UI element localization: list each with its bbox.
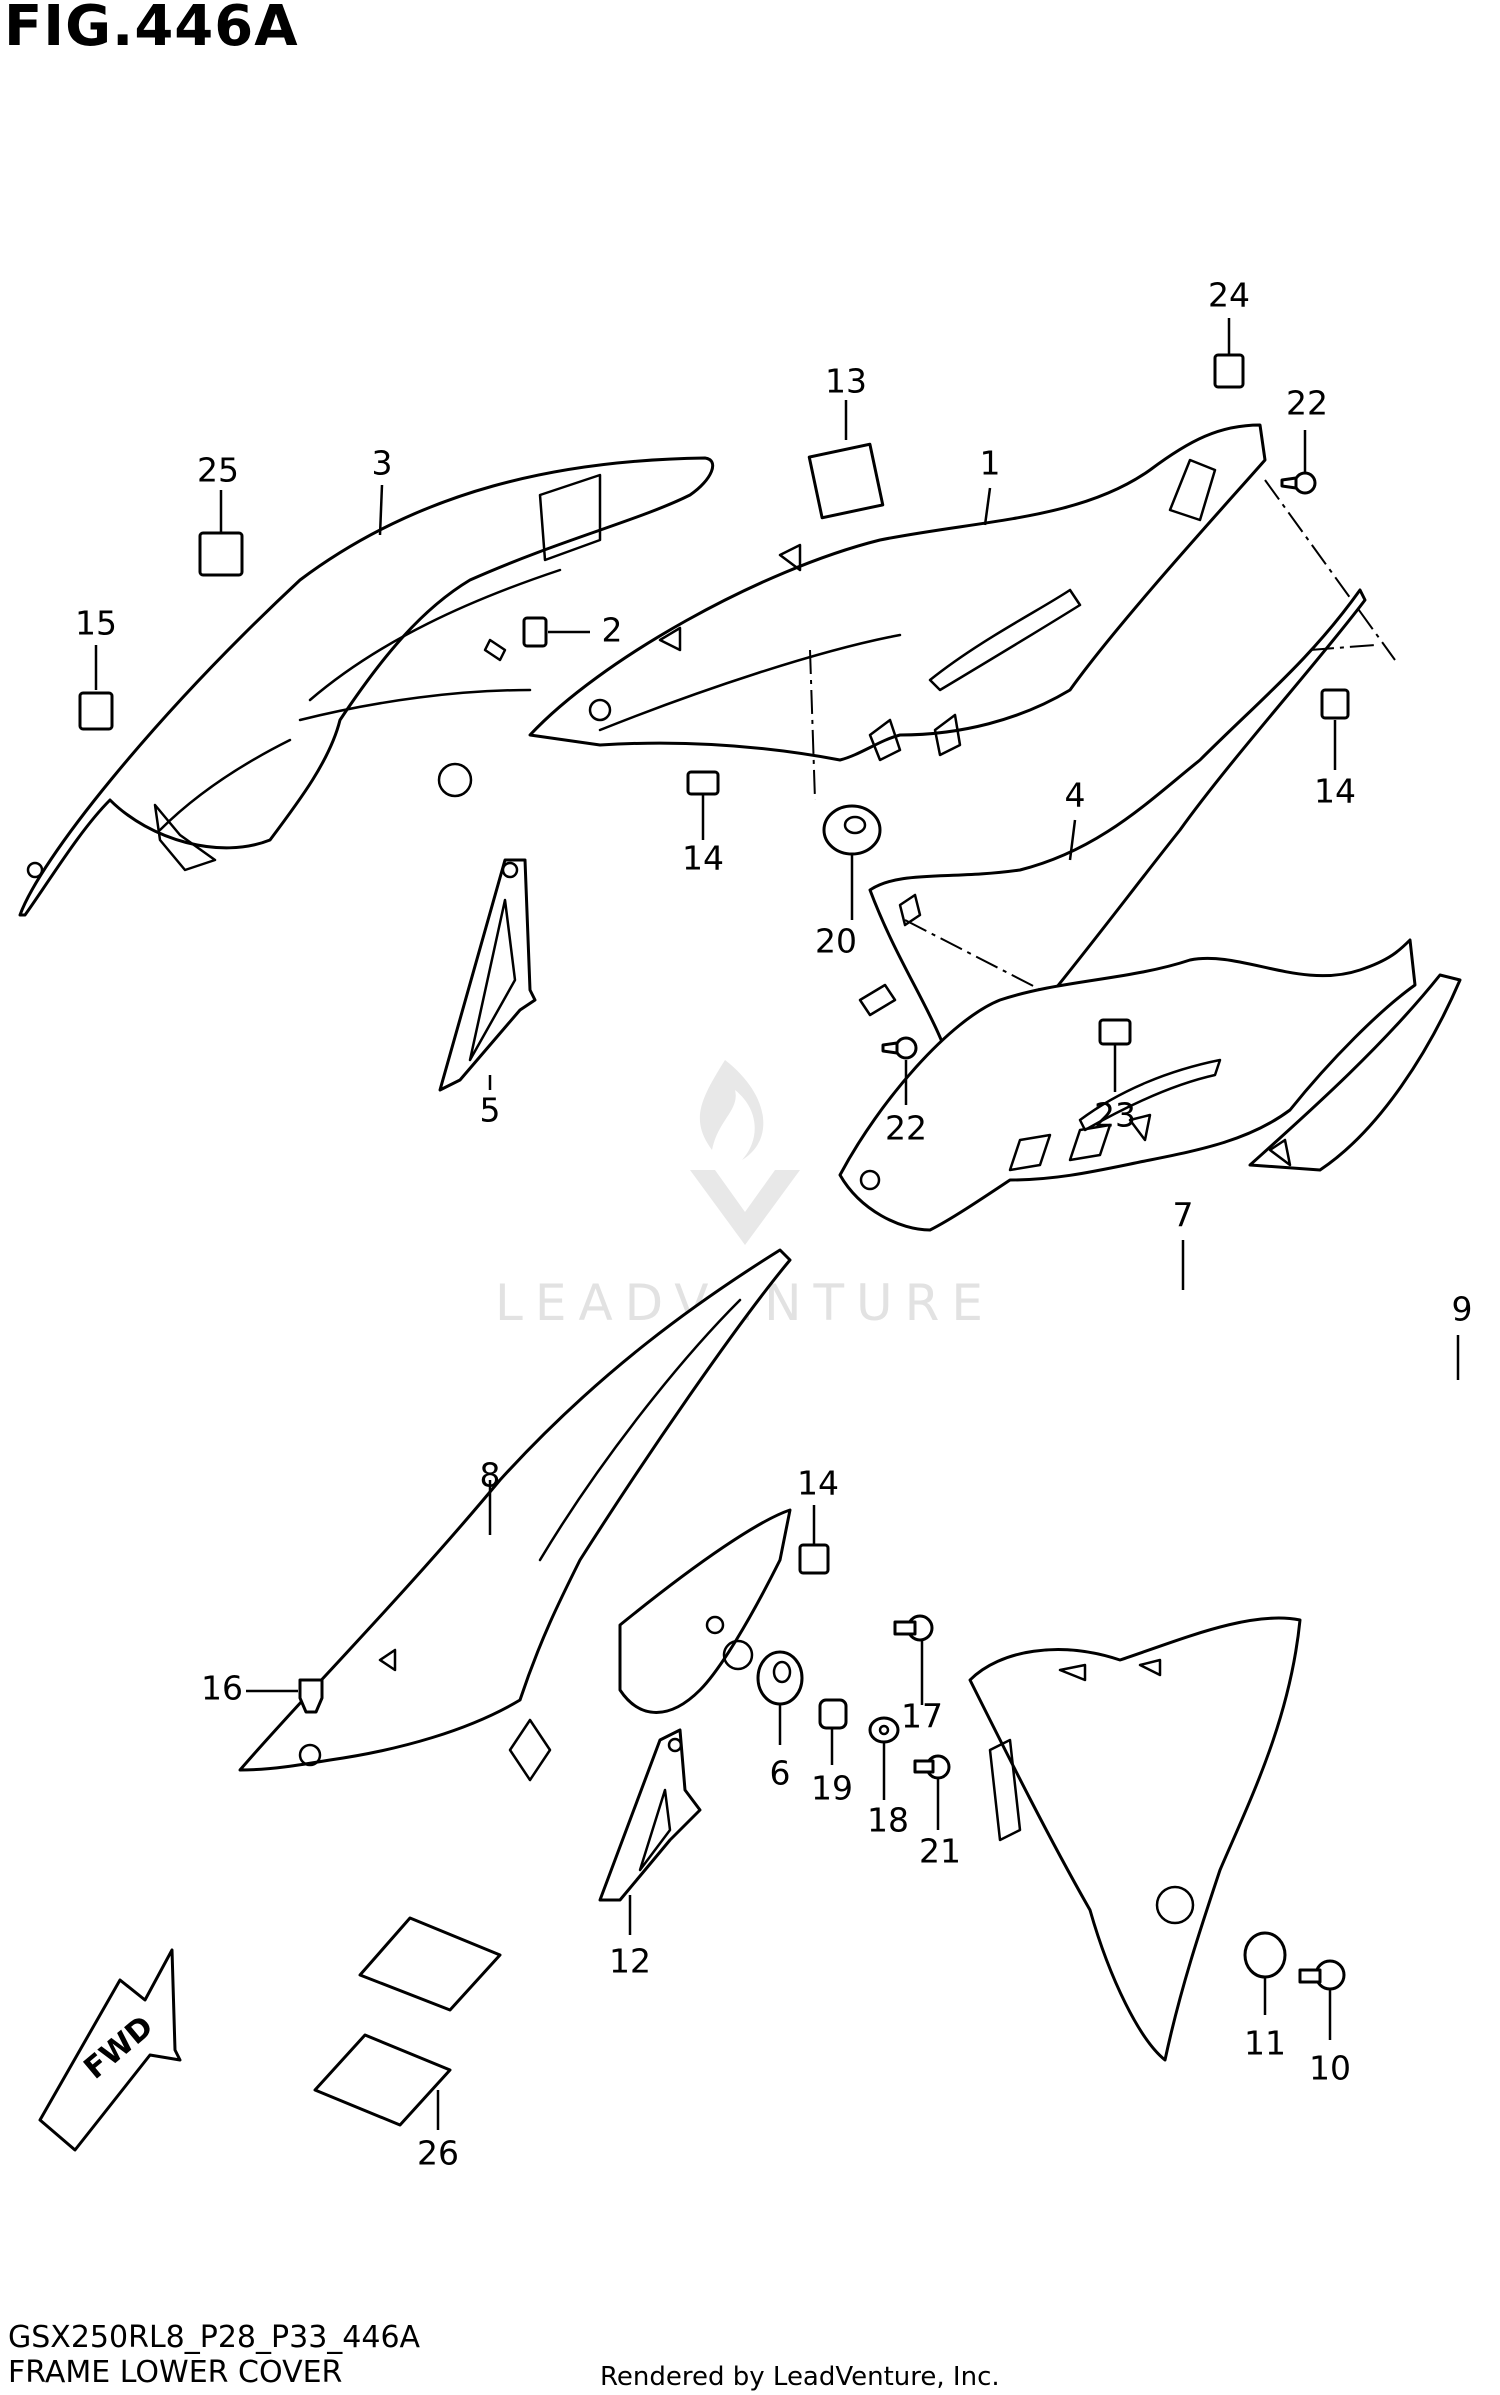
part-lower-cover-inner-left[interactable]: [618, 1508, 792, 1714]
part-18-washer[interactable]: [868, 1716, 900, 1744]
callout-23[interactable]: 23: [1094, 1096, 1136, 1135]
part-14-clip-rear[interactable]: [1320, 688, 1350, 720]
part-7-frame-cover-right[interactable]: [838, 938, 1417, 1232]
part-3-front-upper-cover-left[interactable]: [18, 456, 715, 917]
callout-10[interactable]: 10: [1309, 2049, 1351, 2088]
callout-13[interactable]: 13: [825, 362, 867, 401]
part-9-side-panel-right[interactable]: [1248, 973, 1462, 1172]
part-lower-cover-right[interactable]: [968, 1616, 1302, 2062]
callout-6[interactable]: 6: [770, 1754, 791, 1793]
part-12-bracket-lower-left[interactable]: [598, 1728, 702, 1902]
part-26-emblem[interactable]: [313, 1916, 502, 2127]
part-14-clip-lower[interactable]: [798, 1543, 830, 1575]
part-23-label[interactable]: [1098, 1018, 1132, 1046]
callout-11[interactable]: 11: [1244, 2024, 1286, 2063]
callout-21[interactable]: 21: [919, 1832, 961, 1871]
callout-17[interactable]: 17: [901, 1697, 943, 1736]
callout-9[interactable]: 9: [1452, 1290, 1473, 1329]
part-8-lower-cover-left[interactable]: [238, 1248, 792, 1782]
figure-title: FIG.446A: [4, 0, 299, 59]
part-25-label[interactable]: [198, 531, 244, 577]
part-5-bracket-left[interactable]: [438, 858, 537, 1092]
part-1-frame-cover-upper[interactable]: [528, 423, 1396, 801]
callout-14-rear[interactable]: 14: [1314, 772, 1356, 811]
callout-1[interactable]: 1: [980, 444, 1001, 483]
rendered-by-credit: Rendered by LeadVenture, Inc.: [600, 2362, 1000, 2392]
callout-19[interactable]: 19: [811, 1769, 853, 1808]
model-code: GSX250RL8_P28_P33_446A: [8, 2320, 421, 2355]
callout-12[interactable]: 12: [609, 1942, 651, 1981]
callout-3[interactable]: 3: [372, 444, 393, 483]
part-16-screw[interactable]: [298, 1678, 324, 1714]
part-15-label[interactable]: [78, 691, 114, 731]
part-6-grommet[interactable]: [756, 1650, 804, 1706]
callout-16[interactable]: 16: [201, 1669, 243, 1708]
callout-20[interactable]: 20: [815, 922, 857, 961]
callout-26[interactable]: 26: [417, 2134, 459, 2173]
part-10-screw[interactable]: [1298, 1959, 1346, 1991]
part-19-collar[interactable]: [818, 1698, 848, 1730]
callout-7[interactable]: 7: [1173, 1196, 1194, 1235]
fwd-direction-arrow: FWD: [38, 1948, 182, 2152]
callout-22-top[interactable]: 22: [1286, 384, 1328, 423]
part-2-nut[interactable]: [522, 616, 548, 648]
figure-name: FRAME LOWER COVER: [8, 2355, 343, 2390]
callout-14-upper[interactable]: 14: [682, 839, 724, 878]
callout-2[interactable]: 2: [602, 611, 623, 650]
callout-4[interactable]: 4: [1065, 776, 1086, 815]
part-14-clip-upper[interactable]: [686, 770, 720, 796]
part-11-grommet[interactable]: [1243, 1931, 1287, 1979]
part-24-label[interactable]: [1213, 353, 1245, 389]
callout-22-middle[interactable]: 22: [885, 1109, 927, 1148]
part-20-grommet[interactable]: [822, 804, 882, 856]
callout-8[interactable]: 8: [480, 1456, 501, 1495]
callout-leaders: [94, 318, 1460, 2130]
callout-15[interactable]: 15: [75, 604, 117, 643]
part-17-bolt[interactable]: [893, 1614, 934, 1642]
callout-25[interactable]: 25: [197, 451, 239, 490]
part-22-screw-top[interactable]: [1280, 471, 1317, 495]
part-13-label[interactable]: [807, 442, 885, 520]
callout-5[interactable]: 5: [480, 1091, 501, 1130]
part-22-screw-middle[interactable]: [881, 1036, 918, 1060]
part-21-bolt[interactable]: [913, 1754, 951, 1780]
callout-14-lower[interactable]: 14: [797, 1464, 839, 1503]
callout-24[interactable]: 24: [1208, 276, 1250, 315]
callout-18[interactable]: 18: [867, 1801, 909, 1840]
callout-labels: 1 2 3 4 5 6 7 8 9 10 11 12 13 14 14 14 1…: [75, 276, 1473, 2173]
